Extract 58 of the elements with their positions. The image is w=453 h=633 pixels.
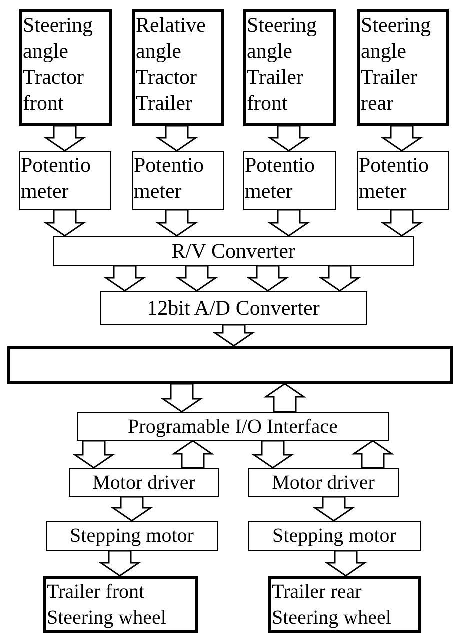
bold-box (268, 576, 421, 633)
block-arrow (318, 265, 362, 292)
box-label: Relative angle Tractor Trailer (136, 12, 207, 116)
block-arrow (268, 125, 310, 152)
block-arrow (44, 209, 86, 237)
box-label: R/V Converter (172, 238, 296, 264)
box-label: Steering angle Tractor front (23, 12, 94, 116)
block-arrow (44, 125, 86, 152)
process-box (357, 151, 449, 210)
block-arrow (212, 324, 256, 347)
block-arrow (160, 383, 204, 413)
bold-box (357, 9, 449, 126)
bold-box (243, 9, 336, 126)
block-arrow (98, 550, 142, 577)
block-arrow (104, 265, 146, 292)
box-label: Motor driver (272, 470, 375, 496)
box-label: Potentio meter (134, 152, 206, 204)
box-label: Stepping motor (272, 524, 396, 549)
box-label: Potentio meter (21, 152, 92, 204)
block-arrow (312, 496, 356, 522)
block-arrow (352, 440, 394, 469)
box-label: Steering angle Trailer rear (361, 12, 432, 116)
box-label: Potentio meter (359, 152, 430, 204)
block-arrow (252, 440, 294, 469)
box-label: Programable I/O Interface (128, 414, 338, 440)
process-box (100, 291, 367, 325)
process-box (53, 236, 414, 266)
process-box (69, 468, 219, 497)
block-arrow (156, 125, 198, 152)
block-arrow (156, 209, 198, 237)
block-arrow (264, 383, 306, 413)
process-box (248, 521, 421, 551)
block-arrow (380, 209, 424, 237)
bold-box (43, 576, 198, 633)
block-arrow (380, 125, 424, 152)
bold-box (19, 9, 112, 126)
process-box (243, 151, 336, 210)
block-arrow (110, 496, 154, 522)
bold-box (132, 9, 224, 126)
block-arrow (72, 440, 116, 469)
process-box (132, 151, 224, 210)
box-label: Steering angle Trailer front (247, 12, 318, 116)
block-arrow (172, 440, 214, 469)
box-label: Trailer rear Steering wheel (272, 580, 392, 631)
block-arrow (246, 265, 290, 292)
box-label: Motor driver (92, 470, 196, 496)
bold-box (7, 346, 453, 384)
box-label: Stepping motor (70, 524, 194, 549)
process-box (248, 468, 399, 497)
block-arrow (176, 265, 218, 292)
process-box (19, 151, 111, 210)
box-label: Trailer front Steering wheel (47, 580, 168, 631)
block-arrow (268, 209, 310, 237)
box-label: 12bit A/D Converter (147, 295, 320, 321)
block-arrow (324, 550, 368, 577)
process-box (77, 412, 389, 441)
box-label: Potentio meter (245, 152, 316, 204)
process-box (46, 521, 218, 551)
